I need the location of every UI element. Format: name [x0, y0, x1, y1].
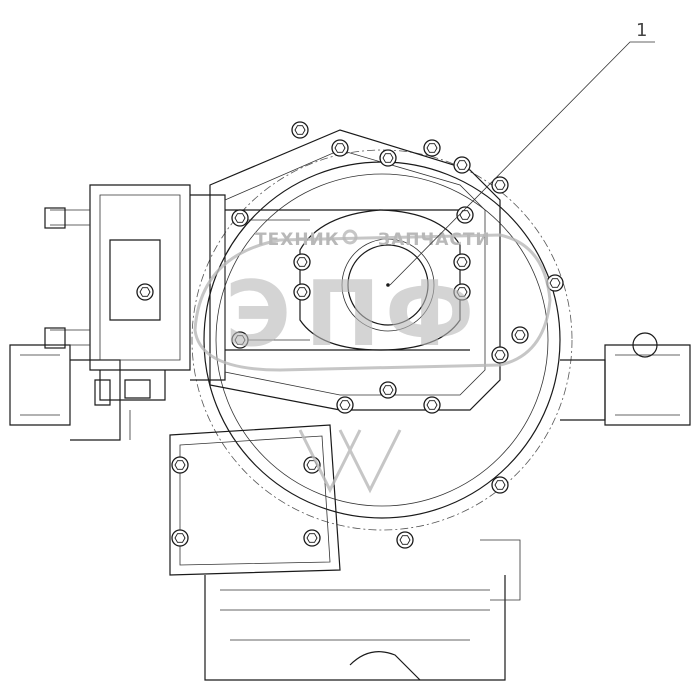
bolt-icon: [336, 396, 354, 414]
bolts: [136, 121, 564, 549]
bolt-icon: [396, 531, 414, 549]
bolt-icon: [491, 476, 509, 494]
inspection-cover: [169, 424, 341, 576]
right-mounts: [560, 332, 691, 426]
bolt-icon: [511, 326, 529, 344]
wheat-emblem-icon: [298, 429, 402, 494]
bolt-icon: [303, 529, 321, 547]
left-mounts: [9, 344, 121, 441]
bolt-icon: [293, 283, 311, 301]
bolt-icon: [453, 253, 471, 271]
bolt-icon: [331, 139, 349, 157]
bolt-icon: [379, 149, 397, 167]
bolt-icon: [491, 346, 509, 364]
callout-1: 1: [389, 20, 655, 286]
valve-body: [44, 184, 226, 440]
watermark-letter-f: Ф: [385, 262, 475, 367]
lower-housing: [204, 539, 521, 681]
bolt-icon: [171, 456, 189, 474]
callout-label: 1: [636, 20, 647, 41]
bolt-icon: [293, 253, 311, 271]
bolt-icon: [136, 283, 154, 301]
bolt-icon: [491, 176, 509, 194]
watermark-letter-p: П: [305, 262, 381, 367]
watermark: ТЕХНИК ЗАПЧАСТИ Э П Ф: [193, 229, 552, 494]
bolt-icon: [423, 139, 441, 157]
bolt-icon: [453, 156, 471, 174]
bolt-icon: [379, 381, 397, 399]
bolt-icon: [423, 396, 441, 414]
bolt-icon: [231, 331, 249, 349]
watermark-letter-e: Э: [225, 262, 292, 367]
bolt-icon: [456, 206, 474, 224]
watermark-text-left: ТЕХНИК: [255, 230, 340, 250]
watermark-text-right: ЗАПЧАСТИ: [378, 230, 491, 250]
bolt-icon: [453, 283, 471, 301]
gear-icon: [342, 229, 358, 245]
bolt-icon: [231, 209, 249, 227]
bolt-icon: [171, 529, 189, 547]
bolt-icon: [291, 121, 309, 139]
